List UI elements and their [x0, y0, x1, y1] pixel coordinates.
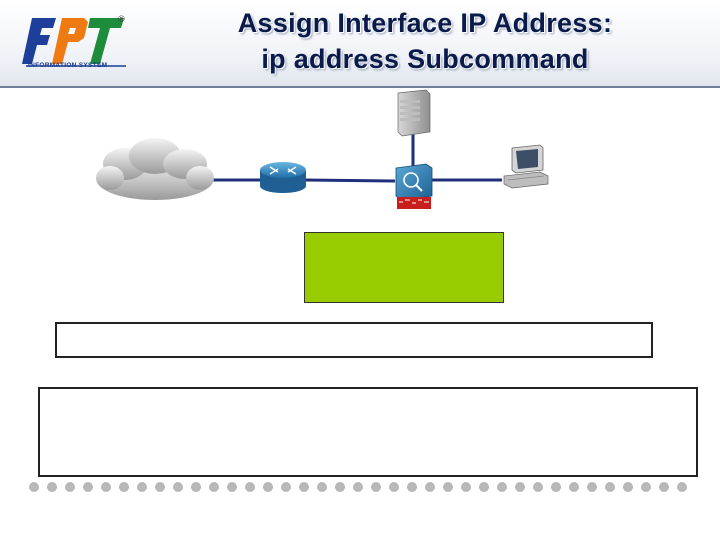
slide-dot-divider [29, 482, 687, 492]
slide-title-line1: Assign Interface IP Address: [237, 8, 613, 38]
divider-dot [515, 482, 525, 492]
registered-mark: ® [118, 14, 125, 24]
divider-dot [551, 482, 561, 492]
slide-title-line2: ip address Subcommand [261, 44, 589, 74]
firewall-icon [395, 163, 433, 209]
divider-dot [659, 482, 669, 492]
divider-dot [623, 482, 633, 492]
divider-dot [677, 482, 687, 492]
highlight-box [304, 232, 504, 303]
divider-dot [137, 482, 147, 492]
divider-dot [587, 482, 597, 492]
divider-dot [209, 482, 219, 492]
divider-dot [479, 482, 489, 492]
divider-dot [569, 482, 579, 492]
fpt-logo-icon [22, 18, 126, 67]
divider-dot [425, 482, 435, 492]
divider-dot [245, 482, 255, 492]
divider-dot [371, 482, 381, 492]
logo-subtitle: INFORMATION SYSTEM [28, 62, 108, 69]
divider-dot [605, 482, 615, 492]
command-syntax-box [55, 322, 653, 358]
divider-dot [47, 482, 57, 492]
header-divider [0, 86, 720, 88]
slide-header [0, 0, 720, 88]
divider-dot [533, 482, 543, 492]
divider-dot [191, 482, 201, 492]
cloud-icon [96, 138, 214, 200]
divider-dot [335, 482, 345, 492]
divider-dot [119, 482, 129, 492]
divider-dot [389, 482, 399, 492]
divider-dot [443, 482, 453, 492]
divider-dot [497, 482, 507, 492]
divider-dot [227, 482, 237, 492]
workstation-icon [503, 144, 549, 189]
divider-dot [299, 482, 309, 492]
divider-dot [281, 482, 291, 492]
divider-dot [173, 482, 183, 492]
router-icon [260, 162, 306, 193]
divider-dot [641, 482, 651, 492]
divider-dot [155, 482, 165, 492]
network-topology [96, 89, 549, 209]
server-icon [397, 89, 431, 137]
divider-dot [263, 482, 273, 492]
divider-dot [461, 482, 471, 492]
divider-dot [407, 482, 417, 492]
divider-dot [83, 482, 93, 492]
divider-dot [101, 482, 111, 492]
link-router-firewall [304, 178, 396, 183]
divider-dot [65, 482, 75, 492]
divider-dot [353, 482, 363, 492]
divider-dot [29, 482, 39, 492]
description-box [38, 387, 698, 477]
divider-dot [317, 482, 327, 492]
